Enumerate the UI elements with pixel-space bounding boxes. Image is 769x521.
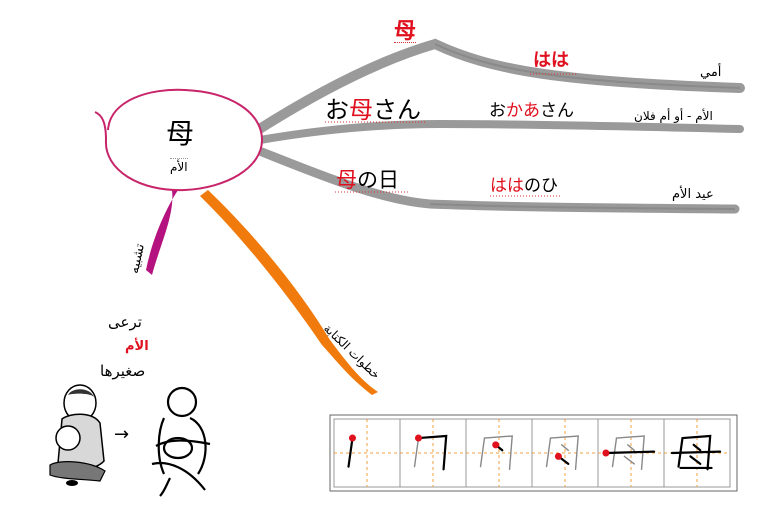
center-circle <box>94 88 264 192</box>
simile-line-1: ترعى <box>108 313 142 331</box>
branch-2-word: お母さん <box>325 96 421 124</box>
branch-1-meaning: أمي <box>700 65 722 80</box>
simile-line-3: صغيرها <box>100 362 146 380</box>
arrow-icon: → <box>114 424 130 445</box>
branch-1-reading: はは <box>533 50 569 71</box>
center-meaning: الأم <box>170 158 188 174</box>
mother-holding-child-illustration <box>49 384 106 486</box>
branch-3-reading: ははのひ <box>490 176 558 196</box>
simile-line-2: الأم <box>125 339 149 354</box>
branch-okaasan <box>256 119 744 144</box>
stroke-order-grid <box>329 414 738 492</box>
branch-3-meaning: عيد الأم <box>672 187 714 202</box>
abstract-mother-figure <box>151 386 211 497</box>
branch-2-meaning: الأم - أو أم فلان <box>634 109 713 123</box>
branch-1-word: 母 <box>394 18 417 44</box>
branch-simile <box>146 190 178 275</box>
center-kanji: 母 <box>166 117 195 150</box>
branch-stroke-order <box>200 190 378 395</box>
branch-2-reading: おかあさん <box>489 101 574 121</box>
branch-3-word: 母の日 <box>336 168 399 192</box>
